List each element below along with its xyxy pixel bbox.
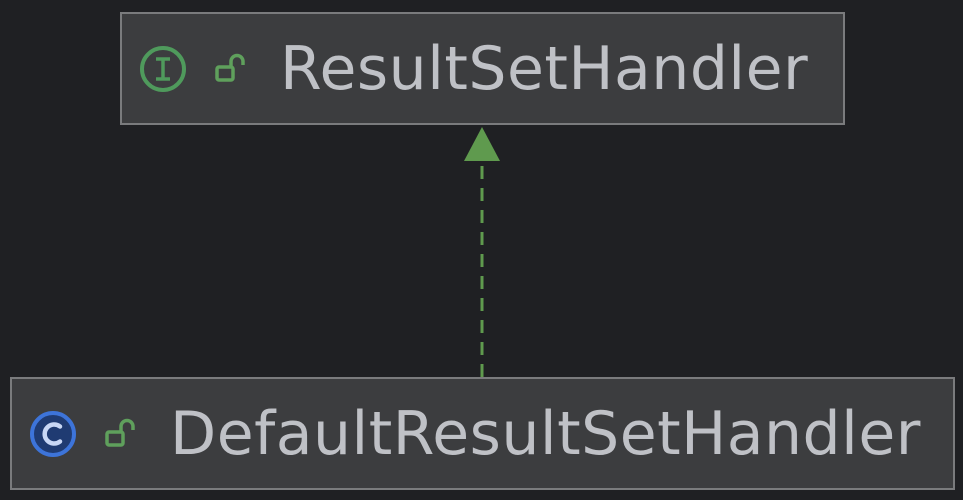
interface-node-label: ResultSetHandler	[280, 33, 809, 104]
interface-node-result-set-handler[interactable]: ResultSetHandler	[120, 12, 845, 125]
class-node-default-result-set-handler[interactable]: DefaultResultSetHandler	[10, 377, 955, 490]
implements-arrowhead	[464, 127, 500, 161]
class-icon	[30, 410, 76, 457]
unlocked-icon	[215, 53, 245, 82]
interface-icon	[140, 45, 186, 92]
unlocked-icon	[105, 418, 135, 447]
class-node-label: DefaultResultSetHandler	[170, 398, 921, 469]
